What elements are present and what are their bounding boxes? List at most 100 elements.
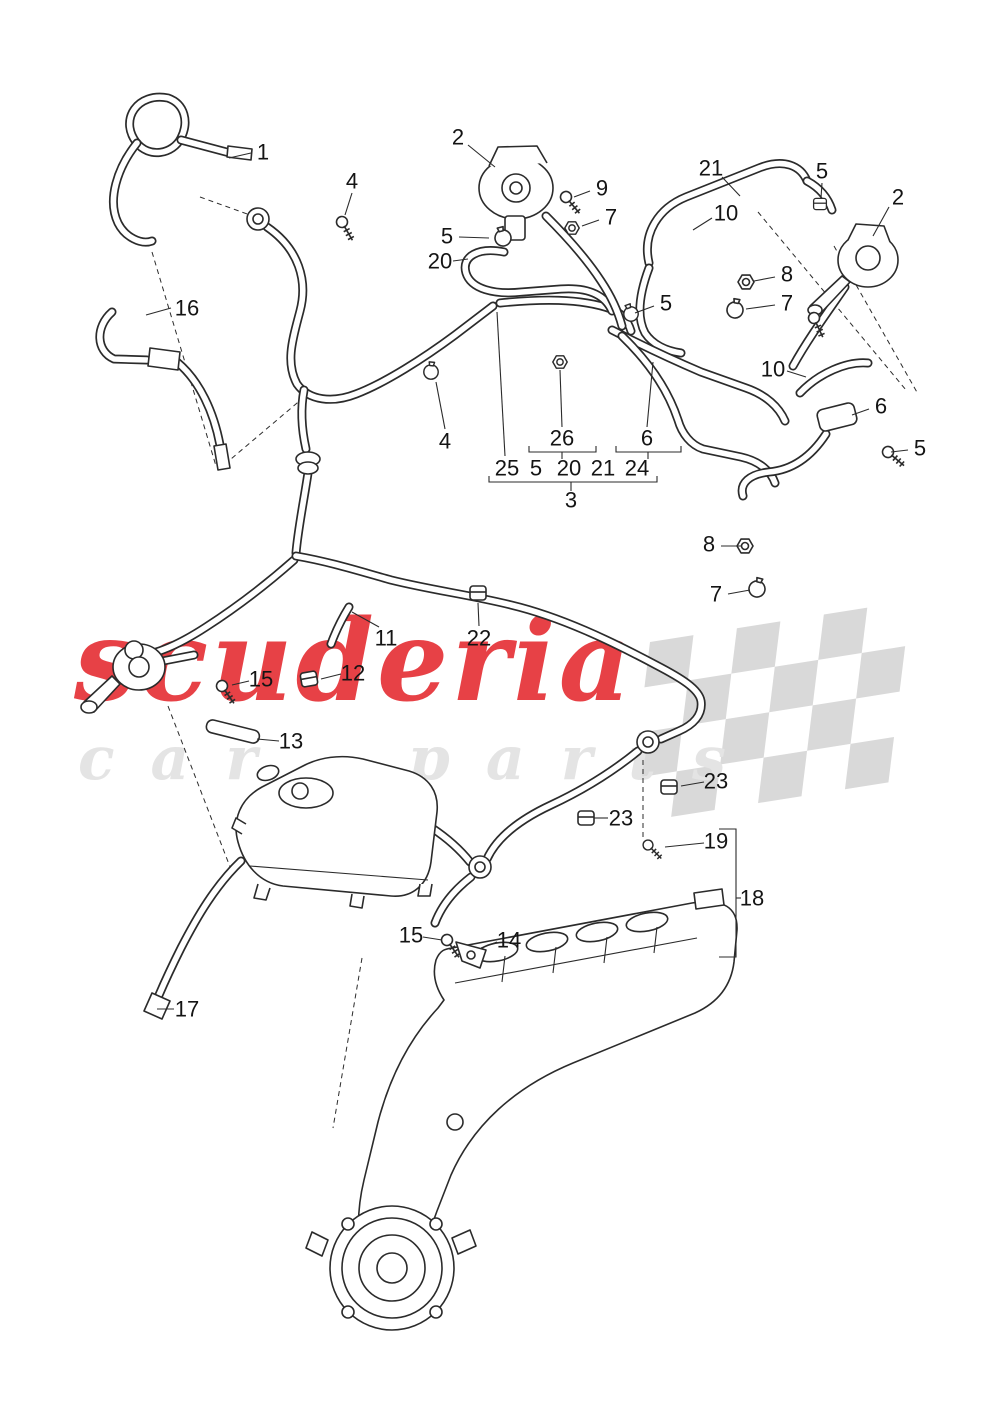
leader-line <box>820 182 823 199</box>
nozzle-part16 <box>213 443 231 471</box>
fuel-pump-secondary <box>807 223 899 316</box>
quick-connector-icon <box>246 207 270 231</box>
leader-line <box>634 305 655 314</box>
leader-line <box>467 144 496 168</box>
hose-branch-a <box>609 327 788 424</box>
callout-label: 5 <box>660 291 672 316</box>
leader-line <box>851 408 870 416</box>
leader-line <box>422 936 443 941</box>
nut-icon <box>564 221 580 235</box>
hose-part1-tail <box>110 140 155 245</box>
callout-label: 7 <box>781 291 793 316</box>
hose-center-vert-a <box>299 387 309 452</box>
quick-connector-icon <box>468 855 492 879</box>
leader-line <box>320 673 342 680</box>
valve-part6 <box>816 402 858 432</box>
flag-cell <box>818 607 868 660</box>
callout-label: 20 <box>557 456 581 481</box>
leader-line <box>452 258 469 262</box>
callout-label: 15 <box>249 667 273 692</box>
callout-label: 22 <box>467 626 491 651</box>
leader-line <box>680 781 705 787</box>
hose-loop-return <box>484 748 641 862</box>
hose-pump-down <box>543 213 625 329</box>
callout-label: 5 <box>441 224 453 249</box>
callout-label: 26 <box>550 426 574 451</box>
flag-cell <box>731 621 781 674</box>
inline-connector <box>295 451 321 475</box>
leader-line <box>753 276 776 282</box>
hose-left-branch <box>150 557 297 656</box>
bolt-icon <box>639 837 667 861</box>
hose-long-loop <box>293 553 705 742</box>
callout-label: 21 <box>591 456 615 481</box>
callout-label: 5 <box>816 159 828 184</box>
clip-icon <box>299 669 319 689</box>
hose-part21 <box>644 160 810 266</box>
bracket-part14-hole <box>466 950 476 960</box>
hose-part16-b <box>172 357 225 450</box>
hose-branch-b <box>619 333 778 486</box>
leader-line <box>477 602 480 627</box>
callout-label: 23 <box>609 806 633 831</box>
bolt-icon <box>210 677 243 706</box>
leader-line <box>228 152 252 159</box>
callout-label: 11 <box>375 626 398 651</box>
flag-cell <box>758 750 808 804</box>
leader-line <box>664 842 705 848</box>
leader-line <box>692 217 713 231</box>
callout-label: 7 <box>605 205 617 230</box>
callout-label: 5 <box>914 436 926 461</box>
callout-label: 3 <box>565 488 577 513</box>
callout-label: 14 <box>497 928 521 953</box>
leader-line <box>344 192 353 216</box>
hose-part17 <box>154 856 246 1000</box>
callout-label: 20 <box>428 249 452 274</box>
callout-label: 19 <box>704 829 728 854</box>
callout-label: 12 <box>341 661 365 686</box>
hose-part11-stub <box>328 604 352 647</box>
leader-line <box>256 738 280 742</box>
callout-label: 25 <box>495 456 519 481</box>
callout-label: 4 <box>346 169 358 194</box>
callout-label: 5 <box>530 456 542 481</box>
hose-part21-end <box>804 178 835 213</box>
small-fittings <box>143 145 909 1020</box>
hose-part1-stub <box>178 137 233 156</box>
clip-icon <box>577 810 595 826</box>
oil-separator <box>231 755 438 909</box>
bracket-part13 <box>205 719 261 744</box>
bracket-line <box>719 828 737 958</box>
callout-label: 24 <box>625 456 649 481</box>
leader-line <box>480 941 498 949</box>
callout-label: 9 <box>596 176 608 201</box>
leader-line <box>435 381 446 430</box>
leader-line <box>745 304 776 310</box>
bolt-icon <box>555 188 587 216</box>
hose-part16-a <box>97 309 150 363</box>
callout-label: 8 <box>781 262 793 287</box>
callout-label: 1 <box>257 140 269 165</box>
callout-label: 21 <box>699 156 723 181</box>
leader-line <box>786 370 807 378</box>
quick-connector-icon <box>636 730 660 754</box>
hose-purge-nipple <box>160 652 197 664</box>
hose-long-loop <box>291 551 706 744</box>
hose-part10 <box>637 265 684 356</box>
fuel-pump-primary <box>478 145 554 241</box>
leader-line <box>890 449 909 453</box>
callout-label: 10 <box>761 357 785 382</box>
flag-cell <box>769 659 819 713</box>
clip-icon <box>812 197 828 211</box>
callout-label: 2 <box>892 185 904 210</box>
clamp-icon <box>422 360 440 381</box>
leader-line <box>573 190 591 198</box>
callout-label: 13 <box>279 729 303 754</box>
hose-part1-loop <box>126 94 188 156</box>
leader-line <box>458 236 490 239</box>
flag-cell <box>856 646 906 699</box>
